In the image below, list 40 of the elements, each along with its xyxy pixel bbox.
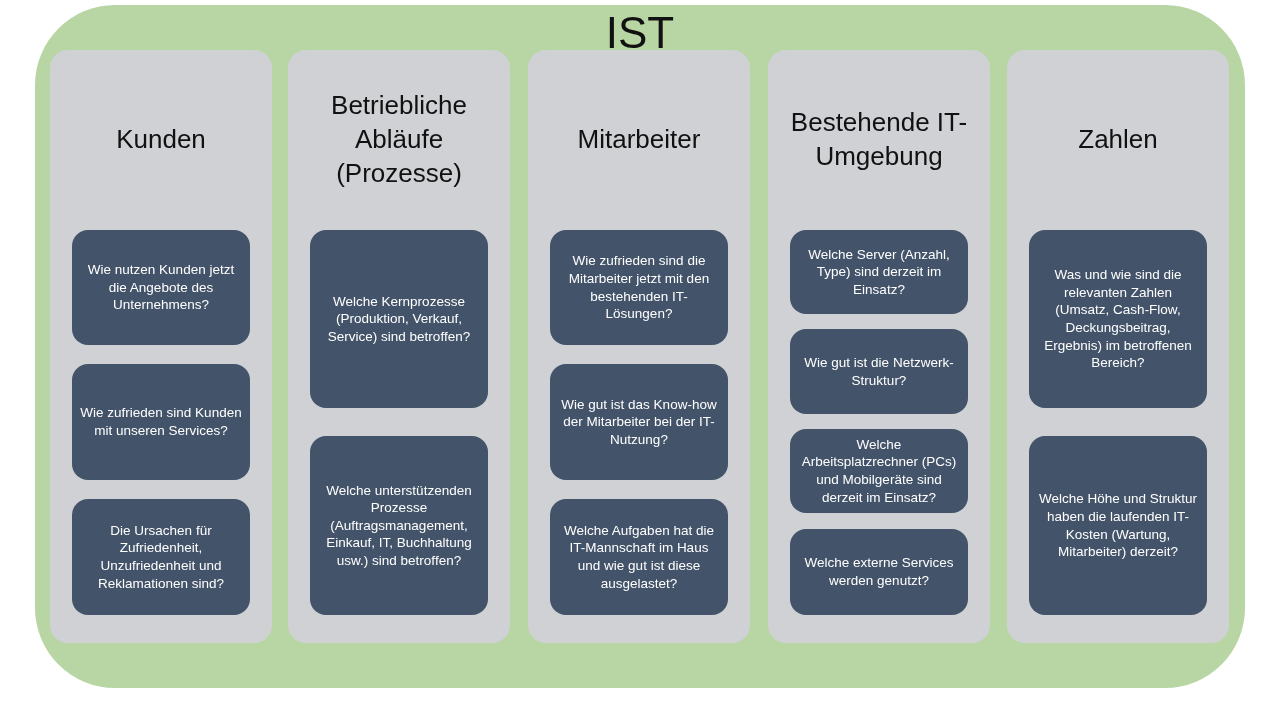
question-text: Wie gut ist das Know-how der Mitarbeiter bei der IT-Nutzung? — [560, 395, 718, 449]
category-column — [768, 50, 990, 643]
question-text: Welche Höhe und Struktur haben die laufenden IT-Kosten (Wartung, Mitarbeiter) derzeit? — [1037, 490, 1199, 561]
question-box — [550, 499, 728, 615]
question-box — [310, 230, 488, 408]
title: IST — [604, 7, 676, 59]
question-text: Welche unterstützenden Prozesse (Auftragsmanagement, Einkauf, IT, Buchhaltung usw.) sind betroffen? — [325, 481, 473, 570]
question-box — [72, 230, 250, 345]
group-panel — [35, 5, 1245, 688]
question-box — [790, 529, 968, 615]
question-text: Wie nutzen Kunden jetzt die Angebote des Unternehmens? — [86, 261, 236, 314]
question-box — [72, 364, 250, 480]
column-heading: Betriebliche Abläufe (Prozesse) — [330, 89, 468, 190]
question-box — [310, 436, 488, 615]
question-box — [550, 230, 728, 345]
category-column — [288, 50, 510, 643]
question-text: Die Ursachen für Zufriedenheit, Unzufriedenheit und Reklamationen sind? — [96, 521, 226, 593]
category-column — [528, 50, 750, 643]
question-box — [550, 364, 728, 480]
question-text: Welche Kernprozesse (Produktion, Verkauf, Service) sind betroffen? — [326, 292, 472, 346]
question-box — [790, 230, 968, 314]
category-column — [50, 50, 272, 643]
question-text: Wie zufrieden sind die Mitarbeiter jetzt mit den bestehenden IT-Lösungen? — [567, 252, 711, 323]
question-box — [72, 499, 250, 615]
question-box — [790, 329, 968, 414]
question-box — [1029, 436, 1207, 615]
question-text: Welche Aufgaben hat die IT-Mannschaft im Haus und wie gut ist diese ausgelastet? — [563, 521, 715, 593]
column-heading: Mitarbeiter — [576, 123, 702, 157]
question-text: Was und wie sind die relevanten Zahlen (Umsatz, Cash-Flow, Deckungsbeitrag, Ergebnis) im betroffenen Bereich? — [1043, 266, 1193, 372]
question-box — [1029, 230, 1207, 408]
question-text: Welche Server (Anzahl, Type) sind derzeit im Einsatz? — [807, 245, 951, 299]
category-column — [1007, 50, 1229, 643]
question-text: Wie zufrieden sind Kunden mit unseren Services? — [79, 404, 243, 440]
question-text: Wie gut ist die Netzwerk-Struktur? — [803, 353, 955, 390]
column-heading: Bestehende IT-Umgebung — [789, 106, 969, 173]
question-text: Welche externe Services werden genutzt? — [803, 554, 955, 590]
question-text: Welche Arbeitsplatzrechner (PCs) und Mobilgeräte sind derzeit im Einsatz? — [800, 435, 958, 507]
column-heading: Kunden — [115, 123, 207, 157]
column-heading: Zahlen — [1077, 123, 1159, 157]
question-box — [790, 429, 968, 513]
